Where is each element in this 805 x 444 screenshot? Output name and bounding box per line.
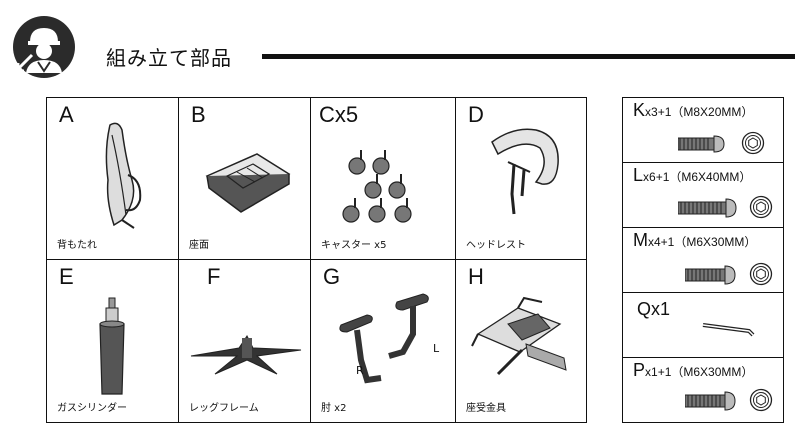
hardware-letter: P xyxy=(633,360,646,380)
hardware-row-m: Mx4+1（M6X30MM） xyxy=(623,228,783,293)
hardware-letter: M xyxy=(633,230,648,250)
hardware-row-p: Px1+1（M6X30MM） xyxy=(623,358,783,422)
part-name: 肘 x2 xyxy=(321,403,347,414)
gas-cylinder-icon xyxy=(99,297,125,395)
part-letter: A xyxy=(59,102,74,127)
bolt-icon xyxy=(678,198,737,218)
hardware-row-l: Lx6+1（M6X40MM） xyxy=(623,163,783,228)
worker-wrench-icon xyxy=(13,16,75,78)
hardware-qty: x1 xyxy=(651,299,671,319)
hardware-spec: （M6X30MM） xyxy=(671,365,754,379)
hardware-letter: Q xyxy=(637,299,652,319)
backrest-icon xyxy=(105,122,142,229)
seat-mechanism-icon xyxy=(471,296,567,376)
hardware-qty: x3+1 xyxy=(645,105,672,119)
bolt-icon xyxy=(685,265,736,285)
page-title: 組み立て部品 xyxy=(106,46,232,70)
part-cell-c: Cx5 キャスター x5 xyxy=(311,98,456,260)
part-cell-a: A 背もたれ xyxy=(47,98,179,260)
armrest-label-r: R xyxy=(356,364,364,377)
part-cell-e: E ガスシリンダー xyxy=(47,260,179,422)
hardware-spec: （M6X40MM） xyxy=(669,170,752,184)
hardware-panel: Kx3+1（M8X20MM） Lx6+1（M6X40MM） Mx4+1（M6X3… xyxy=(622,97,784,423)
part-cell-b: B 座面 xyxy=(179,98,311,260)
part-letter: Cx5 xyxy=(319,102,359,127)
part-name: 背もたれ xyxy=(57,240,97,251)
bolt-icon xyxy=(685,391,736,411)
part-cell-d: D ヘッドレスト xyxy=(456,98,586,260)
hex-socket-icon xyxy=(749,388,773,412)
title-rule xyxy=(262,54,795,59)
seat-icon xyxy=(205,153,291,213)
part-name: ヘッドレスト xyxy=(466,240,526,251)
hardware-qty: x6+1 xyxy=(643,170,670,184)
parts-grid: A 背もたれ B 座面 Cx5 xyxy=(46,97,587,423)
hex-socket-icon xyxy=(749,262,773,286)
part-letter: B xyxy=(191,102,206,127)
part-letter: D xyxy=(468,102,484,127)
hardware-spec: （M8X20MM） xyxy=(671,105,754,119)
armrests-icon xyxy=(339,293,429,384)
part-letter: G xyxy=(323,264,341,289)
part-name: キャスター x5 xyxy=(321,240,387,251)
hardware-letter: K xyxy=(633,100,646,120)
part-cell-h: H 座受金具 xyxy=(456,260,586,422)
hardware-letter: L xyxy=(633,165,644,185)
leg-frame-icon xyxy=(190,335,302,375)
part-cell-f: F レッグフレーム xyxy=(179,260,311,422)
hex-key-icon xyxy=(702,323,755,337)
hardware-qty: x4+1 xyxy=(648,235,675,249)
hardware-row-k: Kx3+1（M8X20MM） xyxy=(623,98,783,163)
hex-socket-icon xyxy=(741,131,765,155)
headrest-icon xyxy=(491,128,559,215)
caster-wheels-icon xyxy=(342,150,412,223)
part-letter: E xyxy=(59,264,74,289)
hardware-spec: （M6X30MM） xyxy=(674,235,757,249)
bolt-icon xyxy=(678,135,725,153)
part-cell-g: G R L 肘 x2 xyxy=(311,260,456,422)
part-name: レッグフレーム xyxy=(189,403,259,414)
hardware-qty: x1+1 xyxy=(645,365,672,379)
part-name: ガスシリンダー xyxy=(57,403,127,414)
hardware-row-q: Qx1 xyxy=(623,293,783,358)
armrest-label-l: L xyxy=(433,342,440,355)
part-letter: H xyxy=(468,264,484,289)
hex-socket-icon xyxy=(749,195,773,219)
part-name: 座受金具 xyxy=(466,403,506,414)
part-letter: F xyxy=(207,264,221,289)
part-name: 座面 xyxy=(189,240,209,251)
